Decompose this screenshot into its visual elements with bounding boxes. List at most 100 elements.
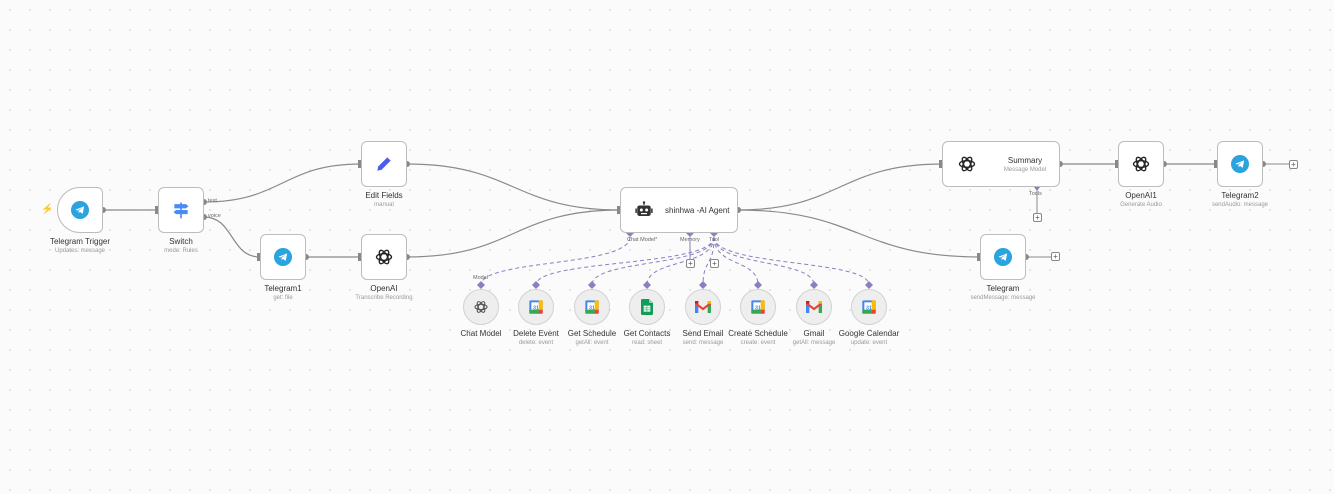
- tool-subtitle: read: sheet: [631, 340, 663, 346]
- tool-port: [643, 281, 651, 289]
- openai-icon: [473, 299, 489, 315]
- tool-title: Chat Model: [460, 329, 502, 338]
- tool-connection-edge: [713, 236, 815, 286]
- tool-connection-edge: [713, 236, 759, 286]
- tool-send-email[interactable]: [685, 289, 721, 325]
- node-edit-fields[interactable]: [361, 141, 407, 187]
- connection-edge: [737, 209, 981, 258]
- node-openai1[interactable]: [1118, 141, 1164, 187]
- agent-port-memory-label: Memory: [680, 237, 700, 243]
- tool-google-calendar[interactable]: 31: [851, 289, 887, 325]
- node-subtitle: Transcribe Recording: [355, 295, 413, 301]
- node-summary[interactable]: Summary Message Model: [942, 141, 1060, 187]
- node-title: Summary: [1007, 155, 1043, 165]
- tool-subtitle: create: event: [740, 340, 776, 346]
- tool-port: [865, 281, 873, 289]
- node-title: Telegram1: [264, 284, 302, 293]
- node-subtitle: Generate Audio: [1120, 202, 1162, 208]
- google-calendar-icon: 31: [750, 299, 766, 315]
- add-after-telegram-button[interactable]: +: [1051, 252, 1060, 261]
- svg-text:31: 31: [533, 306, 539, 312]
- summary-port-tools-label: Tools: [1029, 191, 1042, 197]
- connection-edge: [737, 163, 943, 211]
- agent-port-chat-model-label: Chat Model*: [627, 237, 658, 243]
- google-sheets-icon: [640, 299, 654, 315]
- tool-title: Send Email: [682, 329, 724, 338]
- google-calendar-icon: 31: [584, 299, 600, 315]
- tool-port: [699, 281, 707, 289]
- chat-model-port-label: Model: [473, 275, 488, 281]
- switch-output-voice-label: voice: [208, 213, 221, 219]
- tool-subtitle: getAll: message: [792, 340, 836, 346]
- input-port-handle: [977, 253, 980, 261]
- google-calendar-icon: 31: [861, 299, 877, 315]
- tool-gmail[interactable]: [796, 289, 832, 325]
- tool-subtitle: delete: event: [518, 340, 554, 346]
- node-title: Edit Fields: [365, 191, 403, 200]
- openai-icon: [1131, 154, 1151, 174]
- tool-port: [810, 281, 818, 289]
- node-title: Telegram2: [1221, 191, 1259, 200]
- tool-connection-edge: [713, 236, 870, 286]
- svg-text:31: 31: [755, 306, 761, 312]
- tool-port: [532, 281, 540, 289]
- node-subtitle: sendAudio: message: [1211, 202, 1269, 208]
- input-port-handle: [358, 160, 361, 168]
- node-telegram-trigger[interactable]: [57, 187, 103, 233]
- node-telegram[interactable]: [980, 234, 1026, 280]
- svg-text:31: 31: [866, 306, 872, 312]
- tool-delete-event[interactable]: 31: [518, 289, 554, 325]
- node-title: OpenAI1: [1125, 191, 1157, 200]
- tool-title: Delete Event: [513, 329, 559, 338]
- tool-subtitle: getAll: event: [575, 340, 609, 346]
- tool-connection-edge: [591, 236, 715, 286]
- node-telegram1[interactable]: [260, 234, 306, 280]
- svg-text:31: 31: [589, 306, 595, 312]
- connection-edge: [203, 216, 261, 258]
- add-after-telegram2-button[interactable]: +: [1289, 160, 1298, 169]
- node-title: Switch: [169, 237, 193, 246]
- agent-port-tool-label: Tool: [709, 237, 720, 243]
- connection-edge: [406, 209, 621, 258]
- node-title: Telegram Trigger: [49, 237, 111, 246]
- input-port-handle: [358, 253, 361, 261]
- telegram-icon: [71, 201, 89, 219]
- telegram-icon: [994, 248, 1012, 266]
- tool-chat-model[interactable]: [463, 289, 499, 325]
- input-port-handle: [155, 206, 158, 214]
- tool-get-schedule[interactable]: 31: [574, 289, 610, 325]
- telegram-icon: [274, 248, 292, 266]
- node-openai[interactable]: [361, 234, 407, 280]
- google-calendar-icon: 31: [528, 299, 544, 315]
- tool-port: [588, 281, 596, 289]
- add-tool-button[interactable]: +: [710, 259, 719, 268]
- tool-port: [477, 281, 485, 289]
- node-ai-agent[interactable]: shinhwa -AI Agent: [620, 187, 738, 233]
- trigger-bolt-icon: ⚡: [41, 204, 54, 215]
- summary-text: Summary Message Model: [991, 156, 1059, 173]
- tool-title: Gmail: [803, 329, 825, 338]
- tool-title: Get Schedule: [567, 329, 617, 338]
- node-telegram2[interactable]: [1217, 141, 1263, 187]
- node-subtitle: manual: [374, 202, 394, 208]
- input-port-handle: [1115, 160, 1118, 168]
- telegram-icon: [1231, 155, 1249, 173]
- connection-edge: [406, 163, 621, 211]
- node-switch[interactable]: [158, 187, 204, 233]
- tool-get-contacts[interactable]: [629, 289, 665, 325]
- tool-connection-edge: [646, 236, 715, 286]
- node-subtitle: mode: Rules: [164, 248, 198, 254]
- openai-icon: [374, 247, 394, 267]
- signpost-icon: [171, 200, 191, 220]
- add-memory-button[interactable]: +: [686, 259, 695, 268]
- tool-port: [754, 281, 762, 289]
- input-port-handle: [617, 206, 620, 214]
- tool-title: Get Contacts: [623, 329, 671, 338]
- openai-icon: [957, 154, 977, 174]
- connection-edge: [203, 163, 362, 203]
- add-summary-tool-button[interactable]: +: [1033, 213, 1042, 222]
- tool-create-schedule[interactable]: 31: [740, 289, 776, 325]
- tool-subtitle: send: message: [682, 340, 724, 346]
